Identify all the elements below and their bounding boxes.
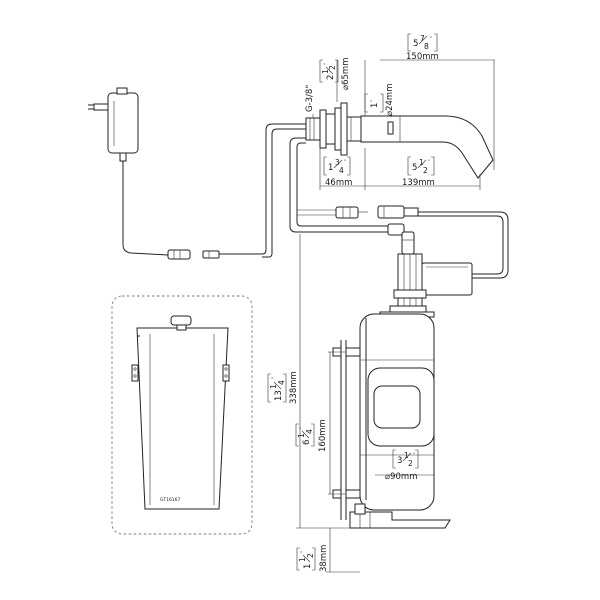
dim-total-height-den: 4 (277, 380, 286, 385)
dim-spout-projection-mm: 139mm (402, 178, 435, 188)
dim-base-height-num: 1 (298, 557, 307, 562)
dim-spout-length-whole: 5 (413, 39, 418, 49)
dim-flange-depth: 1 3 4 " 46mm (323, 156, 352, 188)
sensor-cable (418, 211, 509, 279)
dim-total-height-num: 1 (269, 384, 278, 389)
main-cable-outer (262, 128, 306, 258)
elbow-fitting (387, 223, 415, 255)
dim-base-height-whole: 1 (303, 564, 313, 569)
dim-bracket-spacing-mm: 160mm (318, 419, 328, 452)
dim-spout-length-den: 8 (424, 42, 429, 51)
dim-bracket-spacing: 6 1 4 " 160mm (295, 419, 328, 452)
dim-spout-projection-num: 1 (419, 158, 424, 167)
dim-flange-diameter-den: 2 (328, 65, 337, 70)
dim-total-height: 13 1 4 " 338mm (267, 371, 299, 404)
sensor-cable-inner (418, 215, 504, 275)
dim-bracket-spacing-num: 1 (297, 433, 306, 438)
dim-tank-diameter-whole: 3 (397, 456, 402, 466)
dim-spout-diameter-mm: ⌀24mm (385, 84, 395, 117)
dim-spout-length-num: 7 (420, 34, 425, 43)
dim-base-height: 1 1 2 " 38mm (296, 545, 329, 572)
dim-tank-diameter-unit: " (413, 452, 415, 458)
dim-total-height-mm: 338mm (289, 371, 299, 404)
detail-view-label: GT16167 (160, 497, 181, 503)
dim-spout-length-unit: " (430, 36, 432, 42)
dim-spout-diameter-whole: 1 (370, 103, 380, 108)
dim-tank-diameter: 3 1 2 " ⌀90mm (385, 449, 419, 482)
main-cable (219, 123, 306, 255)
detail-view: GT16167 (111, 295, 253, 535)
dim-spout-projection-den: 2 (423, 166, 428, 175)
dim-bracket-spacing-unit: " (299, 427, 305, 429)
tubing-outer (289, 137, 390, 233)
adapter-cable (122, 161, 169, 256)
dim-flange-diameter-num: 1 (321, 69, 330, 74)
dim-spout-diameter: 1 " ⌀24mm (364, 84, 395, 117)
dim-thread-size: G-3/8" (305, 85, 315, 112)
dim-total-height-unit: " (271, 377, 277, 379)
dim-tank-diameter-den: 2 (408, 459, 413, 468)
soap-tank (359, 313, 435, 511)
dim-spout-length: 5 7 8 " 150mm (406, 33, 439, 62)
dim-flange-depth-mm: 46mm (325, 178, 352, 188)
dim-tank-diameter-num: 1 (404, 451, 409, 460)
dim-flange-diameter-unit: " (323, 63, 329, 65)
dim-bracket-spacing-den: 4 (305, 429, 314, 434)
tubing-inner (296, 142, 388, 227)
dim-spout-projection-unit: " (428, 159, 430, 165)
dim-base-height-den: 2 (306, 553, 315, 558)
dim-base-height-mm: 38mm (319, 545, 329, 572)
spout-assembly (305, 102, 494, 179)
dim-flange-diameter: 2 1 2 " ⌀65mm (319, 58, 351, 91)
dim-flange-diameter-mm: ⌀65mm (341, 58, 351, 91)
pump-valve-unit (379, 253, 473, 318)
dim-flange-depth-unit: " (344, 159, 346, 165)
dim-flange-diameter-whole: 2 (326, 75, 336, 80)
dim-spout-length-mm: 150mm (406, 52, 439, 62)
dim-spout-diameter-unit: " (370, 100, 376, 102)
dim-base-height-unit: " (300, 551, 306, 553)
power-adapter (88, 87, 139, 162)
dim-flange-depth-num: 3 (335, 158, 340, 167)
dim-flange-depth-whole: 1 (328, 163, 333, 173)
sensor-cable-connector (335, 205, 419, 219)
cable-connector-left (167, 249, 220, 260)
dim-bracket-spacing-whole: 6 (302, 440, 312, 445)
dim-spout-projection-whole: 5 (412, 163, 417, 173)
dim-flange-depth-den: 4 (339, 166, 344, 175)
wall-bracket (332, 340, 361, 520)
dim-spout-projection: 5 1 2 " 139mm (402, 156, 435, 188)
dim-total-height-whole: 13 (274, 390, 284, 401)
dim-tank-diameter-mm: ⌀90mm (385, 472, 418, 482)
